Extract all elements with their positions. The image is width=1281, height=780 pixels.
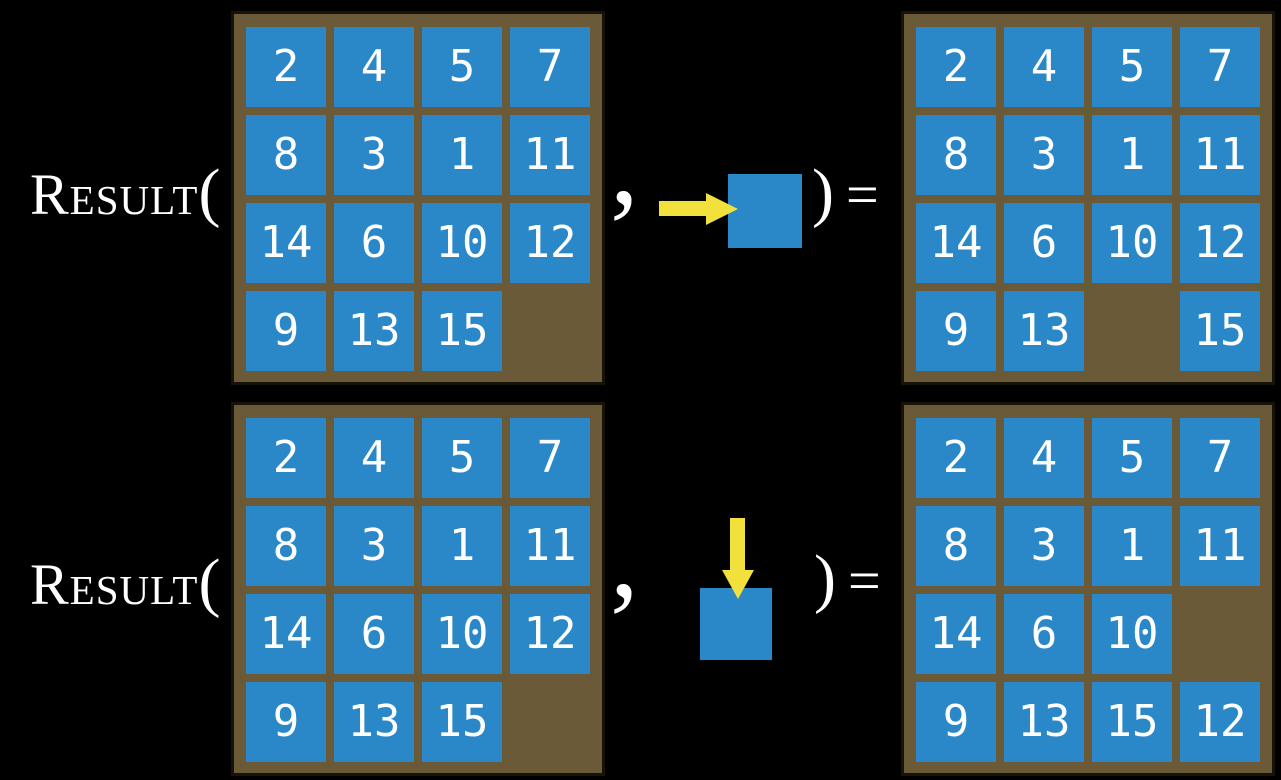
- puzzle-tile: 11: [510, 115, 590, 195]
- puzzle-tile: 7: [1180, 27, 1260, 107]
- function-name: Result: [30, 162, 199, 227]
- puzzle-tile: 3: [1004, 115, 1084, 195]
- puzzle-tile: 14: [246, 203, 326, 283]
- puzzle-tile: 7: [510, 27, 590, 107]
- puzzle-tile: 7: [510, 418, 590, 498]
- puzzle-tile: 1: [422, 506, 502, 586]
- puzzle-tile: 10: [422, 594, 502, 674]
- equals-sign: =: [847, 548, 881, 613]
- empty-cell: [510, 682, 590, 762]
- open-paren: (: [198, 156, 221, 229]
- puzzle-tile: 7: [1180, 418, 1260, 498]
- puzzle-tile: 4: [334, 27, 414, 107]
- arrow-down-icon: [730, 518, 745, 572]
- puzzle-tile: 9: [916, 291, 996, 371]
- puzzle-tile: 10: [1092, 203, 1172, 283]
- puzzle-tile: 8: [916, 115, 996, 195]
- puzzle-tile: 9: [916, 682, 996, 762]
- puzzle-tile: 12: [510, 203, 590, 283]
- puzzle-tile: 2: [916, 27, 996, 107]
- puzzle-tile: 12: [1180, 203, 1260, 283]
- puzzle-tile: 6: [334, 594, 414, 674]
- puzzle-tile: 14: [916, 594, 996, 674]
- puzzle-tile: 4: [1004, 27, 1084, 107]
- puzzle-tile: 11: [1180, 506, 1260, 586]
- open-paren: (: [198, 546, 221, 619]
- puzzle-tile: 5: [1092, 418, 1172, 498]
- puzzle-tile: 15: [1180, 291, 1260, 371]
- puzzle-tile: 9: [246, 682, 326, 762]
- function-call-1: Result(: [30, 160, 220, 226]
- puzzle-tile: 2: [246, 418, 326, 498]
- empty-cell: [510, 291, 590, 371]
- puzzle-tile: 14: [246, 594, 326, 674]
- function-call-2: Result(: [30, 550, 220, 616]
- puzzle-tile: 13: [1004, 291, 1084, 371]
- tile-square: [728, 174, 802, 248]
- puzzle-tile: 10: [1092, 594, 1172, 674]
- puzzle-tile: 1: [1092, 506, 1172, 586]
- empty-cell: [1092, 291, 1172, 371]
- puzzle-tile: 5: [1092, 27, 1172, 107]
- puzzle-tile: 13: [334, 682, 414, 762]
- puzzle-tile: 2: [916, 418, 996, 498]
- close-group-1: )=: [812, 160, 879, 226]
- function-name: Result: [30, 552, 199, 617]
- puzzle-tile: 13: [334, 291, 414, 371]
- puzzle-tile: 12: [510, 594, 590, 674]
- puzzle-tile: 3: [334, 506, 414, 586]
- puzzle-tile: 1: [422, 115, 502, 195]
- puzzle-tile: 4: [1004, 418, 1084, 498]
- puzzle-tile: 11: [1180, 115, 1260, 195]
- comma: ,: [610, 494, 639, 621]
- puzzle-tile: 10: [422, 203, 502, 283]
- puzzle-tile: 13: [1004, 682, 1084, 762]
- puzzle-tile: 6: [334, 203, 414, 283]
- puzzle-tile: 8: [246, 506, 326, 586]
- puzzle-tile: 15: [1092, 682, 1172, 762]
- puzzle-tile: 6: [1004, 203, 1084, 283]
- puzzle-tile: 3: [334, 115, 414, 195]
- puzzle-tile: 15: [422, 291, 502, 371]
- puzzle-tile: 1: [1092, 115, 1172, 195]
- arrow-right-head-icon: [706, 193, 738, 225]
- puzzle-tile: 6: [1004, 594, 1084, 674]
- puzzle-tile: 8: [246, 115, 326, 195]
- puzzle-tile: 8: [916, 506, 996, 586]
- empty-cell: [1180, 594, 1260, 674]
- arrow-down-head-icon: [722, 570, 754, 599]
- puzzle-tile: 9: [246, 291, 326, 371]
- puzzle-tile: 11: [510, 506, 590, 586]
- puzzle-tile: 2: [246, 27, 326, 107]
- puzzle-tile: 15: [422, 682, 502, 762]
- puzzle-tile: 12: [1180, 682, 1260, 762]
- close-paren: ): [814, 542, 836, 615]
- comma: ,: [610, 101, 639, 228]
- arrow-right-icon: [659, 201, 708, 216]
- puzzle-tile: 5: [422, 27, 502, 107]
- puzzle-tile: 5: [422, 418, 502, 498]
- tile-square: [700, 588, 772, 660]
- puzzle-tile: 4: [334, 418, 414, 498]
- puzzle-tile: 3: [1004, 506, 1084, 586]
- equals-sign: =: [845, 162, 879, 227]
- close-paren: ): [812, 156, 834, 229]
- close-group-2: )=: [814, 546, 881, 612]
- puzzle-tile: 14: [916, 203, 996, 283]
